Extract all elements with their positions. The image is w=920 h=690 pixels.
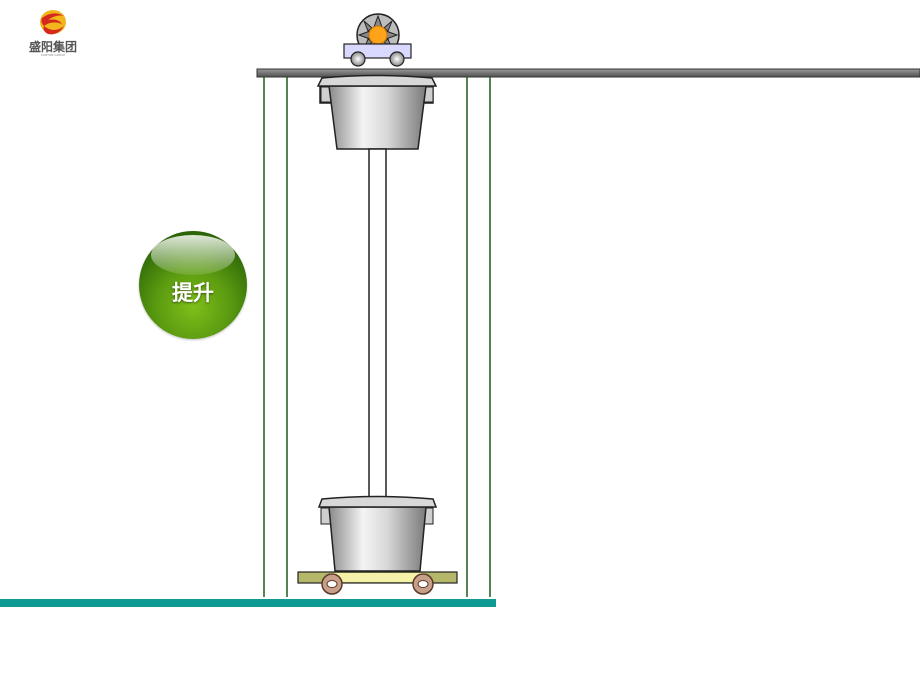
logo-name: 盛阳集团: [28, 40, 77, 54]
hoist-cable: [368, 148, 387, 500]
bottom-trolley: [297, 571, 458, 595]
logo-subtitle: SUNYON GROUP: [40, 53, 66, 57]
logo-mark-icon: [40, 10, 66, 35]
overhead-cart: [343, 13, 412, 67]
upper-bucket: [316, 74, 438, 150]
lift-button-label: 提升: [172, 281, 214, 305]
ground-line: [0, 599, 496, 607]
company-logo: 盛阳集团 SUNYON GROUP: [18, 8, 88, 58]
lower-bucket: [317, 495, 438, 572]
lift-button-gloss: [151, 235, 235, 275]
lift-button[interactable]: 提升: [139, 231, 247, 339]
cart-wheel: [350, 51, 366, 67]
overhead-rail: [256, 68, 920, 78]
cart-wheel: [389, 51, 405, 67]
